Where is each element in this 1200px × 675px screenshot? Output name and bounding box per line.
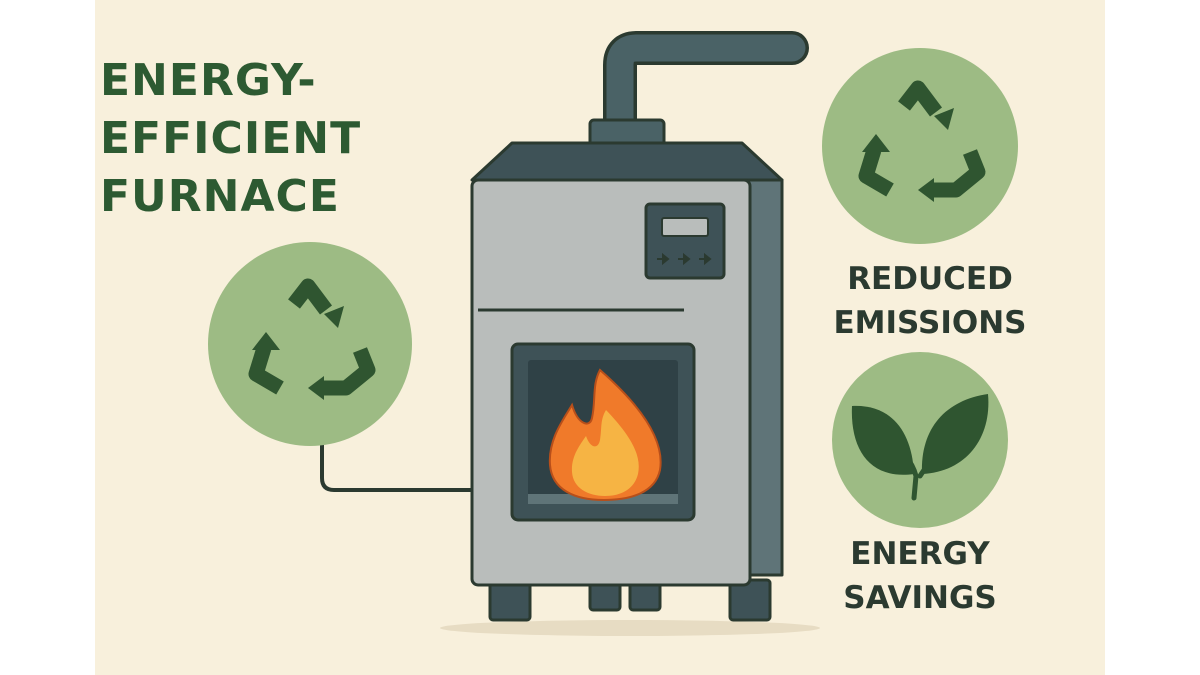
display-screen: [661, 217, 709, 237]
exhaust-pipe: [588, 31, 809, 152]
leaf-icon: [851, 394, 989, 501]
title-line: ENERGY-: [100, 55, 317, 106]
label-line: EMISSIONS: [833, 305, 1027, 341]
energy-savings-badge: [832, 352, 1008, 528]
control-panel: [644, 202, 726, 280]
flame-icon: [548, 368, 662, 502]
label-line: REDUCED: [847, 261, 1013, 297]
connector-line: [320, 438, 474, 492]
title-line: FURNACE: [100, 171, 340, 222]
page-title: ENERGY- EFFICIENT FURNACE: [100, 52, 430, 226]
title-line: EFFICIENT: [100, 113, 362, 164]
energy-savings-label: ENERGY SAVINGS: [788, 532, 1052, 620]
reduced-emissions-label: REDUCED EMISSIONS: [800, 257, 1060, 345]
label-line: SAVINGS: [843, 580, 997, 616]
recycle-icon: [858, 80, 986, 202]
label-line: ENERGY: [850, 536, 990, 572]
floor-shadow: [440, 620, 820, 636]
recycle-icon: [248, 278, 376, 400]
left-recycle-badge: [208, 242, 412, 446]
reduced-emissions-badge: [822, 48, 1018, 244]
furnace-feet: [488, 578, 772, 622]
control-buttons: [657, 252, 712, 266]
